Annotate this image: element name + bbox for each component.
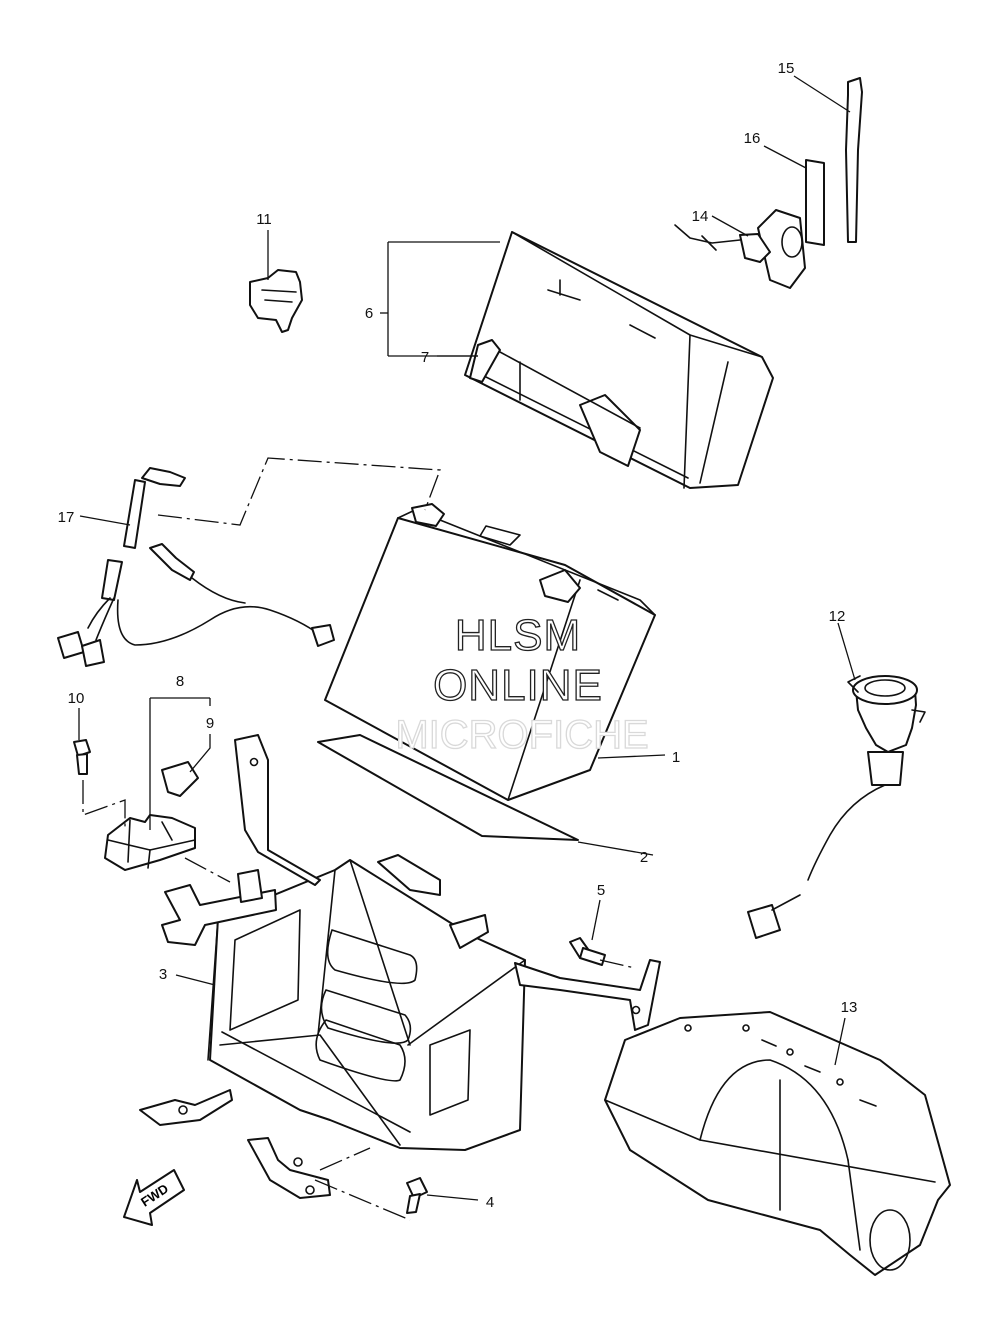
battery-pad-part — [317, 734, 579, 841]
alignment-lines — [82, 457, 636, 1221]
callout-9: 9 — [206, 715, 214, 732]
callout-15: 15 — [778, 60, 795, 77]
screw-10-part — [73, 739, 91, 775]
bolt-4-part — [406, 1177, 428, 1214]
pad-16-part — [805, 159, 825, 246]
callout-10: 10 — [68, 690, 85, 707]
battery-cover-part — [464, 231, 774, 489]
watermark: HLSM ONLINE MICROFICHE — [395, 610, 650, 757]
cable-tie-part — [845, 77, 863, 243]
protector-cover-part — [604, 1011, 951, 1276]
battery-box-part — [139, 734, 661, 1199]
relay-assembly-part — [104, 814, 196, 871]
bolt-5-part — [569, 937, 606, 966]
callout-2: 2 — [640, 849, 648, 866]
watermark-line-2: ONLINE — [433, 661, 603, 710]
callout-15-16: 16 — [744, 130, 761, 147]
callout-14: 14 — [692, 208, 709, 225]
watermark-line-3: MICROFICHE — [395, 713, 648, 757]
callout-numbers: 1 2 3 4 5 6 7 8 9 10 11 12 13 14 16 15 1… — [58, 60, 858, 1211]
sensor-14-part — [674, 209, 806, 289]
watermark-line-1: HLSM — [455, 611, 581, 660]
callout-13: 13 — [841, 999, 858, 1016]
fwd-arrow-icon: FWD — [123, 1169, 185, 1226]
leader-lines — [78, 75, 856, 1201]
clip-11-part — [249, 269, 303, 333]
callout-4: 4 — [486, 1194, 494, 1211]
wire-harness-part — [57, 467, 335, 667]
callout-7: 7 — [421, 349, 429, 366]
callout-12: 12 — [829, 608, 846, 625]
callout-3: 3 — [159, 966, 167, 983]
dc-socket-part — [747, 675, 926, 939]
battery-part — [324, 503, 656, 801]
callout-6: 6 — [365, 305, 373, 322]
fuse-part — [161, 761, 199, 797]
callout-17: 17 — [58, 509, 75, 526]
callout-11: 11 — [256, 211, 272, 228]
callout-8: 8 — [176, 673, 184, 690]
callout-1: 1 — [672, 749, 680, 766]
callout-5: 5 — [597, 882, 605, 899]
